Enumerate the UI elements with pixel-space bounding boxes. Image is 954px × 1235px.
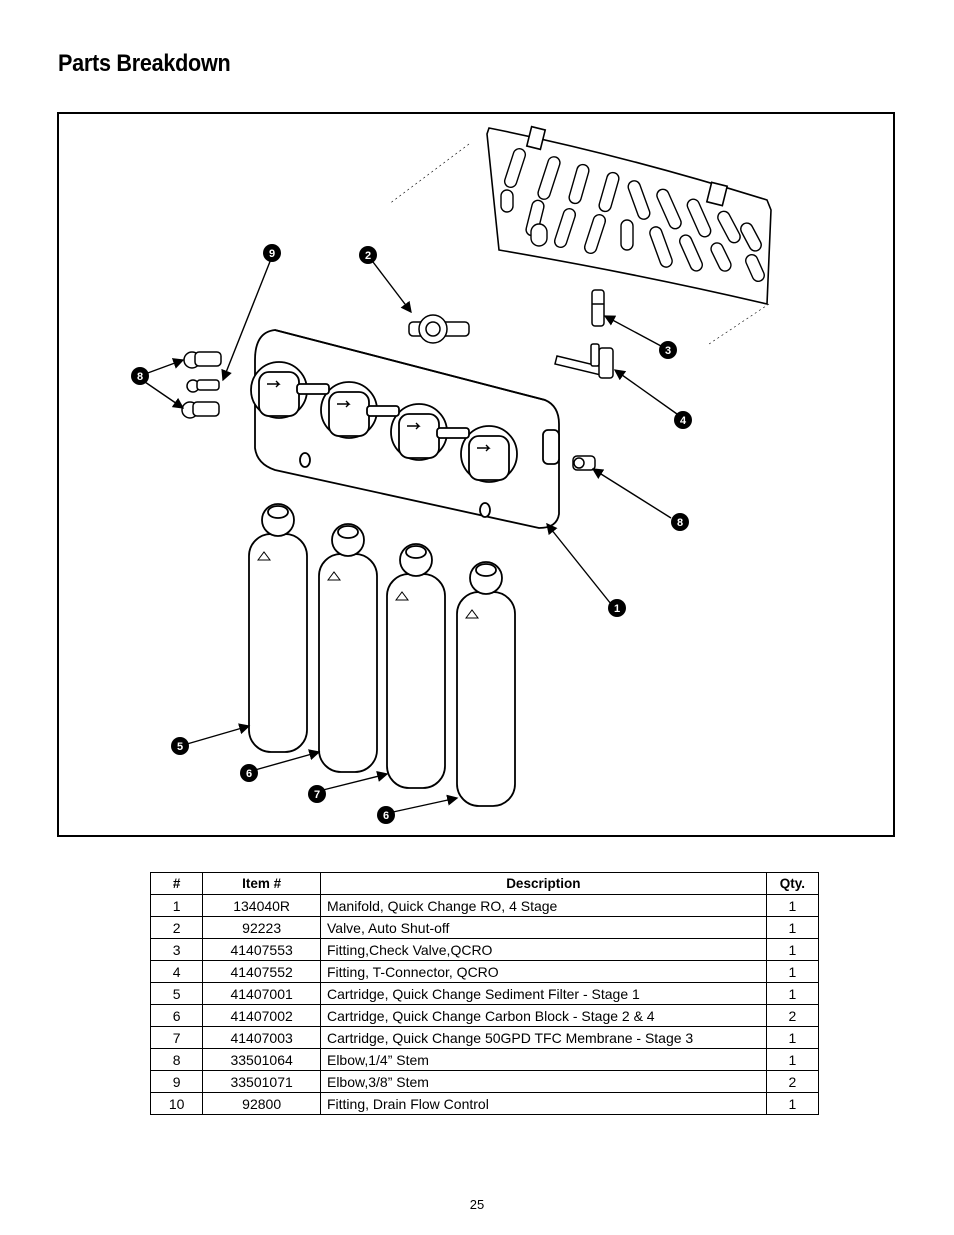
cell-description: Elbow,3/8” Stem xyxy=(319,1070,767,1093)
header-description: Description xyxy=(319,872,767,895)
check-valve-fitting xyxy=(591,289,605,327)
table-header-row: # Item # Description Qty. xyxy=(149,872,820,895)
cell-qty: 2 xyxy=(765,1004,820,1027)
cell-item: 134040R xyxy=(202,894,321,917)
cell-description: Cartridge, Quick Change 50GPD TFC Membra… xyxy=(319,1026,767,1049)
elbow-fittings xyxy=(181,351,222,419)
header-item: Item # xyxy=(202,872,321,895)
cell-qty: 1 xyxy=(765,1092,820,1115)
manifold xyxy=(250,329,560,529)
cell-number: 6 xyxy=(149,1004,204,1027)
page-title: Parts Breakdown xyxy=(58,50,231,77)
callout-1: 1 xyxy=(608,599,626,617)
cell-number: 2 xyxy=(149,916,204,939)
header-number: # xyxy=(149,872,204,895)
cell-item: 92223 xyxy=(202,916,321,939)
cell-description: Elbow,1/4” Stem xyxy=(319,1048,767,1071)
cartridge-membrane xyxy=(386,543,446,789)
svg-text:6: 6 xyxy=(383,810,389,822)
cell-number: 3 xyxy=(149,938,204,961)
filter-cartridges xyxy=(248,503,516,807)
cell-item: 41407003 xyxy=(202,1026,321,1049)
cell-item: 41407553 xyxy=(202,938,321,961)
callout-6b: 6 xyxy=(377,806,395,824)
cell-description: Valve, Auto Shut-off xyxy=(319,916,767,939)
cell-description: Fitting,Check Valve,QCRO xyxy=(319,938,767,961)
elbow-quarter xyxy=(572,455,596,471)
svg-text:2: 2 xyxy=(365,250,371,262)
cell-number: 5 xyxy=(149,982,204,1005)
cell-qty: 1 xyxy=(765,960,820,983)
cell-description: Cartridge, Quick Change Carbon Block - S… xyxy=(319,1004,767,1027)
callout-8: 8 xyxy=(671,513,689,531)
svg-text:5: 5 xyxy=(177,741,183,753)
callout-10: 9 xyxy=(263,244,281,262)
svg-text:8: 8 xyxy=(137,371,143,383)
cell-item: 41407002 xyxy=(202,1004,321,1027)
cell-item: 92800 xyxy=(202,1092,321,1115)
svg-text:6: 6 xyxy=(246,768,252,780)
callout-2: 2 xyxy=(359,246,377,264)
cell-description: Cartridge, Quick Change Sediment Filter … xyxy=(319,982,767,1005)
cartridge-carbon-1 xyxy=(318,523,378,773)
t-connector-fitting xyxy=(554,343,614,379)
cell-description: Fitting, T-Connector, QCRO xyxy=(319,960,767,983)
cell-qty: 1 xyxy=(765,1048,820,1071)
cell-number: 7 xyxy=(149,1026,204,1049)
cell-number: 9 xyxy=(149,1070,204,1093)
svg-text:1: 1 xyxy=(614,603,620,615)
callout-5: 5 xyxy=(171,737,189,755)
cell-item: 41407552 xyxy=(202,960,321,983)
mounting-bracket xyxy=(388,125,772,345)
page-number: 25 xyxy=(469,1197,485,1212)
cell-item: 41407001 xyxy=(202,982,321,1005)
exploded-view-drawing: 9 2 3 4 8 8 1 5 6 7 6 xyxy=(131,125,772,824)
cell-qty: 1 xyxy=(765,1026,820,1049)
cell-number: 4 xyxy=(149,960,204,983)
callout-7: 7 xyxy=(308,785,326,803)
parts-diagram: 9 2 3 4 8 8 1 5 6 7 6 xyxy=(57,112,895,837)
callout-9: 8 xyxy=(131,367,149,385)
cell-number: 8 xyxy=(149,1048,204,1071)
svg-text:7: 7 xyxy=(314,789,320,801)
cell-item: 33501071 xyxy=(202,1070,321,1093)
svg-text:3: 3 xyxy=(665,345,671,357)
cell-qty: 2 xyxy=(765,1070,820,1093)
cell-description: Fitting, Drain Flow Control xyxy=(319,1092,767,1115)
cell-qty: 1 xyxy=(765,894,820,917)
header-qty: Qty. xyxy=(765,872,820,895)
shutoff-valve xyxy=(408,314,470,344)
svg-text:4: 4 xyxy=(680,415,687,427)
cell-number: 1 xyxy=(149,894,204,917)
callout-3: 3 xyxy=(659,341,677,359)
cell-qty: 1 xyxy=(765,916,820,939)
cell-qty: 1 xyxy=(765,982,820,1005)
svg-text:9: 9 xyxy=(269,248,275,260)
cell-number: 10 xyxy=(149,1092,204,1115)
cell-item: 33501064 xyxy=(202,1048,321,1071)
cartridge-sediment xyxy=(248,503,308,753)
callout-4: 4 xyxy=(674,411,692,429)
callout-6a: 6 xyxy=(240,764,258,782)
cell-qty: 1 xyxy=(765,938,820,961)
cartridge-carbon-2 xyxy=(456,561,516,807)
svg-text:8: 8 xyxy=(677,517,683,529)
cell-description: Manifold, Quick Change RO, 4 Stage xyxy=(319,894,767,917)
